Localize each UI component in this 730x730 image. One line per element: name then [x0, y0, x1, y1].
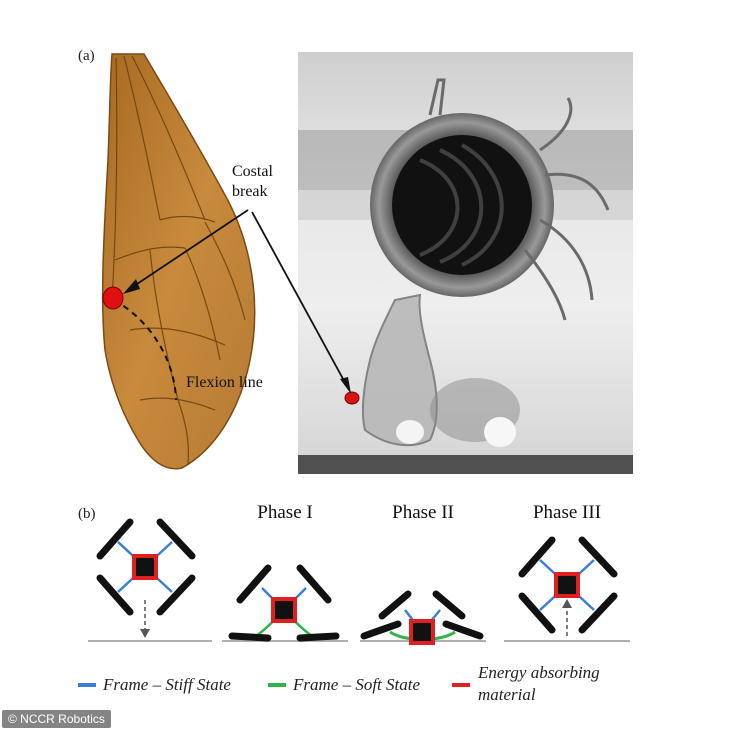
drone-state-phase-1 — [222, 568, 348, 641]
phase-3-title: Phase III — [502, 502, 632, 524]
legend-label-energy-line1: Energy absorbing — [478, 662, 600, 684]
drone-state-initial — [88, 522, 212, 641]
panel-b-label: (b) — [78, 506, 96, 523]
legend-label-soft: Frame – Soft State — [293, 675, 420, 695]
drone-state-phase-3 — [504, 540, 630, 641]
legend-label-energy-line2: material — [478, 684, 600, 706]
legend-label-energy: Energy absorbing material — [478, 662, 600, 706]
credit-watermark: © NCCR Robotics — [2, 710, 111, 728]
insect-wing-illustration — [103, 54, 255, 469]
phase-1-title: Phase I — [220, 502, 350, 524]
costal-break-label-line2: break — [232, 182, 273, 202]
legend-label-stiff: Frame – Stiff State — [103, 675, 231, 695]
costal-break-label: Costal break — [232, 162, 273, 202]
drone-state-phase-2 — [360, 594, 486, 643]
flexion-line-label: Flexion line — [186, 374, 263, 392]
photo-break-marker — [345, 392, 359, 404]
costal-break-marker — [103, 287, 123, 309]
phase-2-title: Phase II — [358, 502, 488, 524]
costal-break-label-line1: Costal — [232, 162, 273, 182]
drone-photo — [298, 52, 633, 474]
